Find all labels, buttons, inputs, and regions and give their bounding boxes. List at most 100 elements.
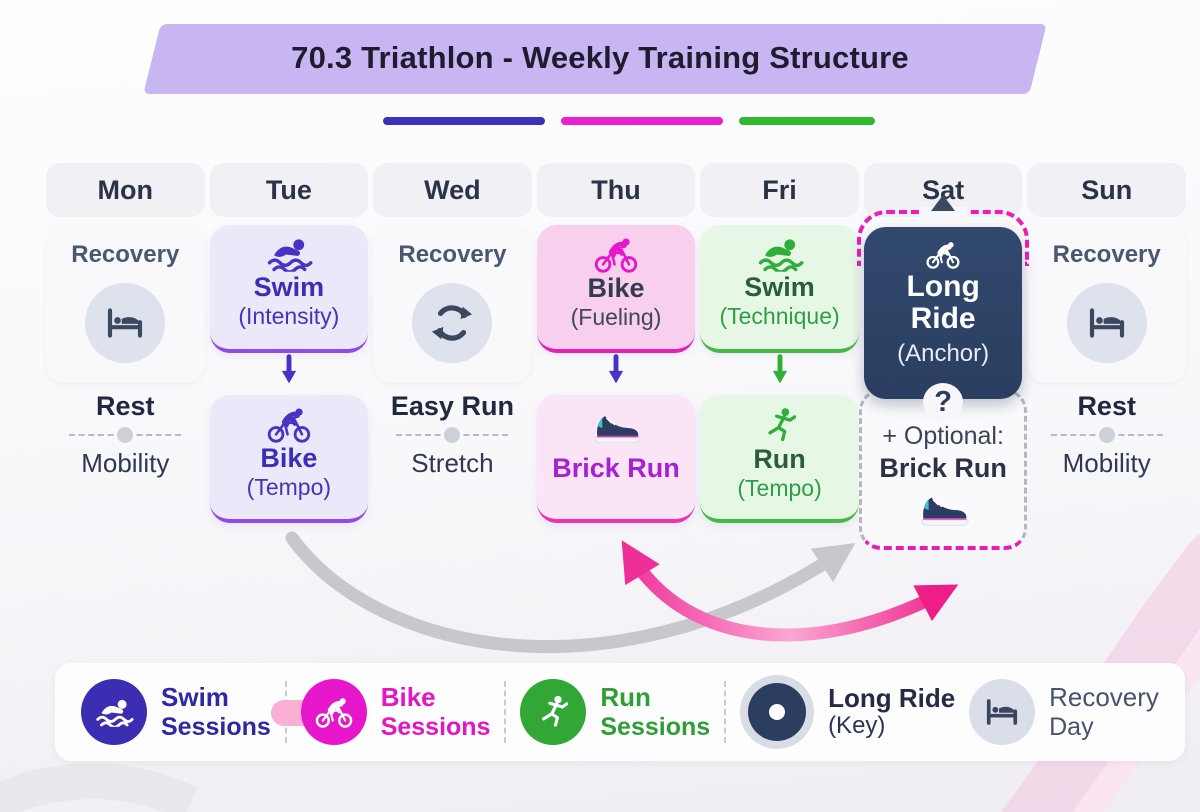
day-column-tue: Tue Swim (Intensity) Bike (Tempo)	[209, 163, 369, 550]
session-card-bike-tempo: Bike (Tempo)	[209, 395, 369, 523]
secondary-activity: Mobility	[81, 448, 170, 478]
recovery-heading: Recovery	[398, 241, 507, 268]
legend-label: Bike	[380, 682, 436, 713]
question-mark: ?	[923, 383, 964, 421]
legend-item-run: Run Sessions	[520, 679, 710, 745]
run-icon	[520, 679, 587, 745]
day-header: Wed	[373, 163, 532, 217]
day-header: Sat	[863, 163, 1023, 217]
day-header: Fri	[700, 163, 859, 217]
bike-icon	[300, 679, 367, 745]
day-header: Mon	[46, 163, 205, 217]
bike-icon	[266, 407, 312, 443]
day-label: Sun	[1081, 174, 1133, 205]
session-title: Run	[753, 444, 806, 474]
swim-icon	[81, 679, 147, 745]
sneaker-icon	[590, 411, 642, 447]
swim-underline	[383, 117, 545, 125]
day-label: Mon	[97, 174, 154, 205]
legend-divider	[504, 681, 507, 743]
bed-icon	[1066, 283, 1147, 363]
session-subtitle: (Anchor)	[897, 339, 990, 367]
session-subtitle: (Tempo)	[737, 475, 822, 502]
legend-item-bike: Bike Sessions	[270, 679, 491, 745]
pink-brick-link-arrow	[621, 540, 959, 642]
secondary-activity: Mobility	[1062, 448, 1151, 478]
session-subtitle: (Intensity)	[238, 303, 340, 330]
recovery-card: Recovery	[46, 225, 205, 383]
legend-divider	[724, 681, 727, 743]
optional-label: Brick Run	[879, 453, 1007, 483]
caret-up-icon	[931, 195, 956, 211]
run-icon	[764, 407, 796, 444]
day-label: Thu	[591, 174, 641, 205]
page-title: 70.3 Triathlon - Weekly Training Structu…	[291, 40, 909, 75]
down-arrow-icon	[772, 354, 788, 386]
divider	[69, 427, 182, 443]
session-card-bike-fueling: Bike (Fueling)	[536, 225, 696, 353]
down-arrow-icon	[281, 354, 297, 386]
session-subtitle: (Fueling)	[570, 304, 662, 331]
day-column-mon: Mon Recovery Rest Mobility	[46, 163, 205, 550]
primary-activity: Easy Run	[390, 391, 514, 421]
session-title: Swim	[253, 272, 325, 302]
recovery-heading: Recovery	[1052, 241, 1161, 268]
session-card-brick-run: Brick Run	[536, 395, 696, 523]
bike-icon	[925, 241, 961, 269]
day-column-fri: Fri Swim (Technique) Run (Tempo)	[700, 163, 859, 550]
primary-activity: Rest	[96, 391, 155, 421]
week-grid: Mon Recovery Rest Mobility Tue Swim	[46, 163, 1186, 550]
run-underline	[739, 117, 875, 125]
optional-prefix: + Optional:	[882, 422, 1004, 450]
sneaker-icon	[916, 492, 970, 530]
divider	[396, 427, 509, 443]
swim-icon	[265, 237, 313, 272]
legend-label: Long Ride	[828, 683, 956, 713]
legend-item-swim: Swim Sessions	[81, 679, 271, 745]
session-title: Bike	[260, 443, 318, 473]
session-card-swim-intensity: Swim (Intensity)	[209, 225, 369, 353]
legend-sublabel: Day	[1049, 712, 1094, 741]
legend-label: Recovery	[1049, 682, 1159, 713]
session-subtitle: (Technique)	[719, 303, 840, 330]
recovery-card: Recovery	[373, 225, 532, 383]
day-label: Fri	[762, 174, 797, 205]
bed-icon	[969, 679, 1036, 745]
legend-sublabel: Sessions	[161, 712, 271, 741]
legend-item-long-ride: Long Ride (Key)	[740, 675, 955, 749]
session-subtitle: (Tempo)	[246, 474, 332, 501]
day-label: Tue	[265, 174, 312, 205]
day-label: Wed	[424, 174, 481, 205]
recovery-card: Recovery	[1027, 225, 1186, 383]
day-header: Tue	[209, 163, 369, 217]
day-column-sun: Sun Recovery Rest Mobility	[1027, 163, 1186, 550]
primary-activity: Rest	[1077, 391, 1136, 421]
session-title: Bike	[587, 273, 645, 303]
legend-item-recovery: Recovery Day	[969, 679, 1159, 745]
bed-icon	[85, 283, 166, 363]
day-column-wed: Wed Recovery Easy Run Stretch	[373, 163, 532, 550]
legend-bar: Swim Sessions Bike Sessions Run	[55, 663, 1185, 761]
swim-icon	[756, 237, 804, 272]
day-column-thu: Thu Bike (Fueling) Brick Run	[536, 163, 696, 550]
gray-flow-arrow	[285, 531, 856, 654]
legend-sublabel: Sessions	[380, 712, 491, 741]
day-header: Sun	[1027, 163, 1186, 217]
bike-underline	[561, 117, 723, 125]
recovery-heading: Recovery	[71, 241, 180, 268]
legend-label: Swim	[161, 682, 229, 713]
session-title: Swim	[744, 272, 815, 302]
session-card-run-tempo: Run (Tempo)	[700, 395, 859, 523]
session-title: Long Ride	[906, 270, 980, 336]
legend-label: Run	[600, 682, 651, 713]
long-ride-key-icon	[740, 675, 815, 749]
session-title: Brick Run	[552, 453, 680, 483]
legend-sublabel: Sessions	[600, 712, 711, 741]
legend-sublabel: (Key)	[828, 712, 886, 740]
divider	[1050, 427, 1163, 443]
secondary-activity: Stretch	[411, 448, 494, 478]
down-arrow-icon	[608, 354, 624, 386]
bike-icon	[593, 237, 639, 273]
long-ride-anchor-card: Long Ride (Anchor)	[863, 227, 1023, 399]
